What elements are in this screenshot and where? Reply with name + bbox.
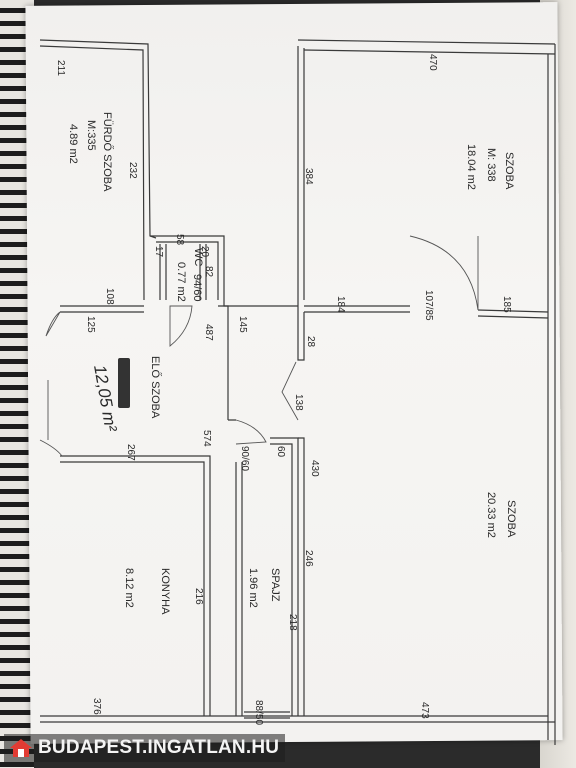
door-spajz-hall	[281, 361, 299, 421]
dim-376: 376	[91, 698, 102, 715]
room-szoba-top-height: M: 338	[485, 148, 497, 182]
watermark-prefix: BUDAPEST	[38, 737, 143, 758]
watermark-suffix: .INGATLAN.HU	[142, 737, 280, 758]
dim-145: 145	[237, 316, 248, 333]
door-spajz	[235, 419, 267, 445]
dim-185: 185	[501, 296, 512, 313]
room-spajz-area: 1.96 m2	[247, 568, 259, 608]
room-wc-door: 94/60	[191, 274, 203, 302]
dim-267: 267	[125, 444, 136, 461]
scribble-mark	[118, 358, 130, 408]
room-furdo-name: FÜRDŐ SZOBA	[101, 112, 115, 192]
dimension-labels: 211 470 232 384 58 17 20 82 108 125 184 …	[55, 54, 512, 725]
dim-232: 232	[127, 162, 138, 179]
room-elo-name: ELŐ SZOBA	[149, 356, 163, 419]
dim-88-50: 88/50	[253, 700, 264, 725]
dim-470: 470	[427, 54, 438, 71]
wall-wc-right	[199, 244, 207, 300]
wall-room-left	[298, 437, 305, 716]
wall-wc-left	[159, 244, 167, 300]
house-icon	[8, 737, 34, 759]
wall-spajz-left	[228, 419, 237, 716]
dim-108: 108	[104, 288, 115, 305]
dim-138: 138	[293, 394, 304, 411]
room-szoba-top-area: 18.04 m2	[465, 144, 477, 190]
dim-487: 487	[203, 324, 214, 341]
dim-58: 58	[174, 234, 185, 246]
wall-stub	[297, 312, 305, 361]
wall-hall-divider	[218, 305, 229, 420]
door-arc-wc	[169, 305, 193, 347]
dim-90-60: 90/60	[239, 446, 250, 471]
room-furdo-area: 4.89 m2	[67, 124, 79, 164]
dim-107-85: 107/85	[423, 290, 434, 321]
room-konyha-name: KONYHA	[159, 568, 171, 615]
wall-mid-right	[477, 309, 549, 319]
dim-60: 60	[275, 446, 286, 458]
room-spajz-name: SPAJZ	[269, 568, 281, 602]
wall-kitchen-inner	[60, 461, 205, 716]
room-wc-name: WC	[192, 248, 204, 266]
door-entrance	[39, 380, 63, 457]
wall-top-outer	[297, 39, 556, 45]
dim-246: 246	[303, 550, 314, 567]
doors	[39, 235, 479, 457]
wall-kitchen-top	[60, 455, 211, 716]
room-furdo-height: M:335	[85, 120, 97, 151]
wall-bathroom-inner	[39, 45, 145, 301]
dim-216: 216	[193, 588, 204, 605]
room-konyha-area: 8.12 m2	[123, 568, 135, 608]
wall-bottom-opening	[244, 711, 290, 719]
dim-82: 82	[203, 266, 214, 278]
dim-430: 430	[309, 460, 320, 477]
room-szoba-bottom-area: 20.33 m2	[485, 492, 497, 538]
wall-top-inner	[303, 49, 556, 55]
dim-20: 20	[199, 246, 210, 258]
watermark-logo: BUDAPEST.INGATLAN.HU	[4, 734, 286, 762]
wall-wc-top	[150, 235, 298, 307]
room-szoba-bottom-name: SZOBA	[505, 500, 517, 538]
wall-bathroom-bottom	[60, 305, 144, 313]
dim-17: 17	[153, 246, 164, 258]
dim-184: 184	[335, 296, 346, 313]
wall-mid	[304, 305, 410, 313]
dim-211: 211	[55, 60, 66, 76]
room-szoba-top-name: SZOBA	[503, 152, 515, 190]
wall-wc-inner	[156, 241, 219, 300]
room-elo-handwritten: 12,05 m²	[90, 363, 121, 434]
wall-bathroom-top	[39, 39, 157, 239]
dim-384: 384	[303, 168, 314, 185]
dim-125: 125	[85, 316, 96, 333]
door-arc-top-room	[409, 235, 479, 311]
walls	[39, 39, 556, 745]
dim-473: 473	[419, 702, 430, 719]
room-wc-area: 0.77 m2	[175, 262, 187, 302]
dim-218: 218	[287, 614, 298, 631]
door-bathroom	[45, 311, 61, 337]
wall-bottom	[40, 715, 555, 723]
dim-574: 574	[201, 430, 212, 447]
watermark-text: BUDAPEST.INGATLAN.HU	[38, 737, 279, 759]
dim-28: 28	[305, 336, 316, 348]
